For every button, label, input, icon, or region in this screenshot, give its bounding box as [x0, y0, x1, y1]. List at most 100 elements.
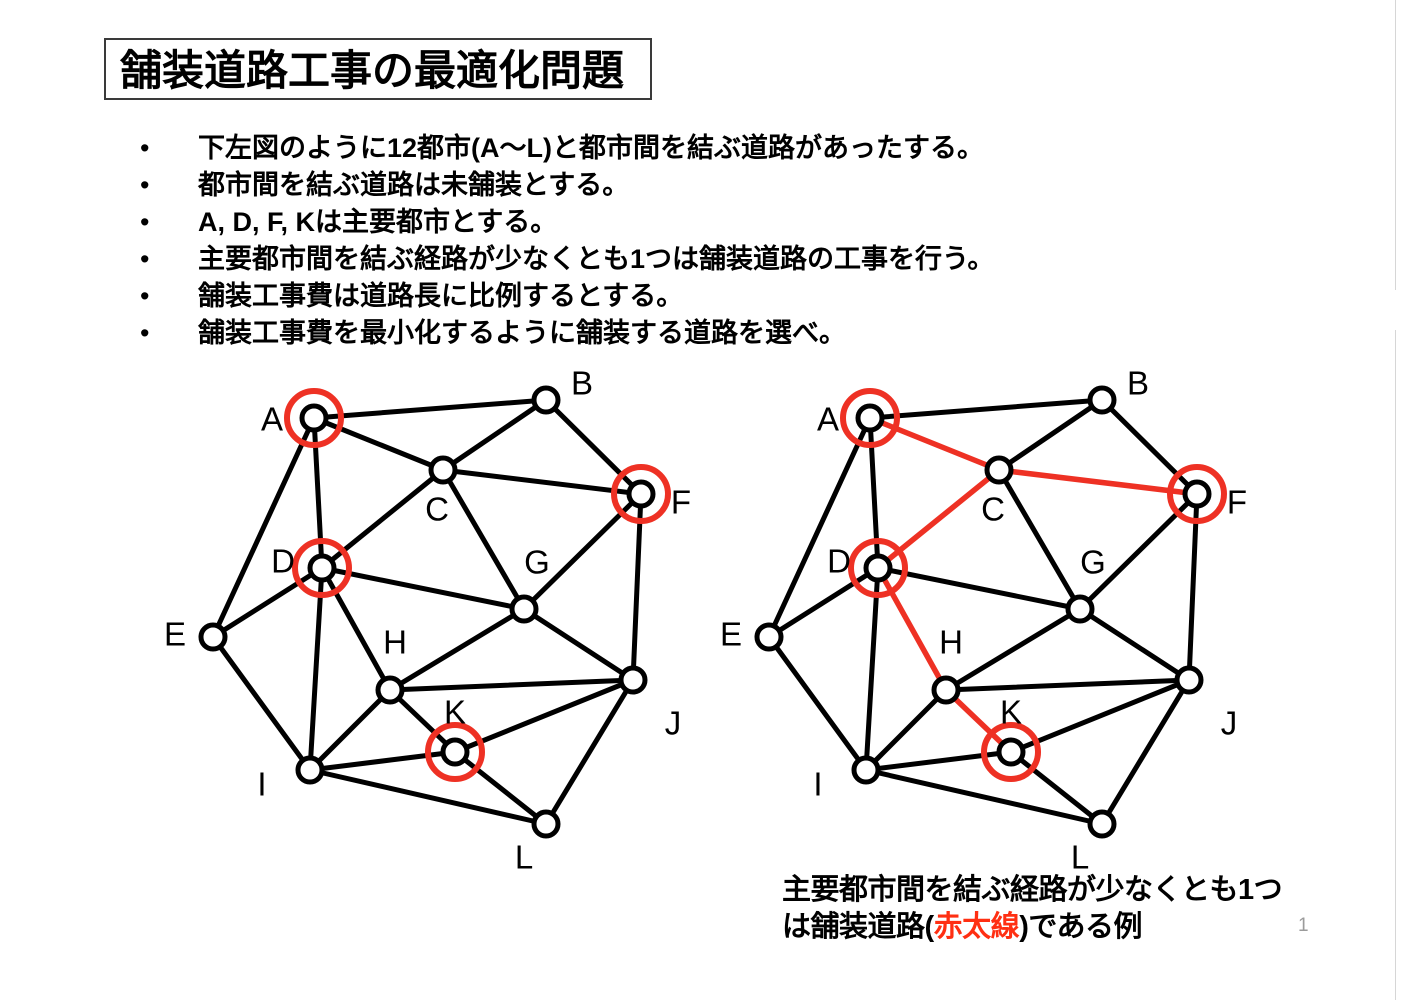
graph-edge	[996, 467, 1083, 612]
major-city-highlight-ring	[981, 722, 1041, 782]
graph-node[interactable]	[996, 737, 1026, 767]
graph-node-label: I	[257, 766, 266, 803]
graph-edge	[307, 767, 549, 827]
graph-edge	[766, 565, 881, 640]
graph-edge	[440, 397, 549, 473]
caption-red-term: 赤太線	[933, 911, 1020, 943]
bullet-item: •舗装工事費は道路長に比例するとする。	[140, 278, 1260, 315]
graph-node-label: J	[665, 705, 682, 742]
graph-edge	[766, 634, 869, 773]
graph-node[interactable]	[855, 403, 885, 433]
major-city-highlight-ring	[840, 388, 900, 448]
major-city-highlight-ring	[1167, 464, 1227, 524]
bullet-text: 都市間を結ぶ道路は未舗装とする。	[198, 170, 630, 200]
graph-edge	[452, 749, 549, 827]
graph-node[interactable]	[307, 553, 337, 583]
graph-node-label: J	[1221, 705, 1238, 742]
graph-node[interactable]	[1065, 594, 1095, 624]
graph-node[interactable]	[754, 622, 784, 652]
bullet-text: 舗装工事費を最小化するように舗装する道路を選べ。	[198, 318, 846, 348]
bullet-item: •舗装工事費を最小化するように舗装する道路を選べ。	[140, 315, 1260, 352]
bullet-text: 主要都市間を結ぶ経路が少なくとも1つは舗装道路の工事を行う。	[198, 244, 995, 274]
graph-edge	[943, 606, 1083, 693]
graph-edge	[311, 397, 549, 421]
graph-edge	[867, 397, 1105, 421]
major-city-highlight-ring	[284, 388, 344, 448]
graph-node-label: K	[1000, 694, 1022, 731]
paved-road-edge	[943, 687, 1014, 755]
graph-node[interactable]	[863, 553, 893, 583]
bullet-text: 舗装工事費は道路長に比例するとする。	[198, 281, 684, 311]
bullet-marker-icon: •	[140, 133, 150, 163]
bullet-marker-icon: •	[140, 244, 150, 274]
paved-road-edge	[875, 565, 949, 693]
caption-line-2-pre: は舗装道路(	[782, 911, 934, 943]
graph-edge	[943, 677, 1192, 693]
graph-node-label: I	[813, 766, 822, 803]
graph-edge	[875, 565, 1083, 612]
graph-edge	[440, 467, 527, 612]
graph-node[interactable]	[931, 675, 961, 705]
graph-edge	[543, 397, 644, 497]
paved-road-edge	[867, 415, 1002, 473]
graph-node[interactable]	[1174, 665, 1204, 695]
caption-line-2: は舗装道路(赤太線)である例	[782, 909, 1342, 946]
graph-edge	[210, 415, 317, 640]
graph-node[interactable]	[626, 479, 656, 509]
graph-node-label: A	[817, 401, 839, 438]
graph-edge	[996, 397, 1105, 473]
major-city-highlight-ring	[292, 538, 352, 598]
graph-node[interactable]	[1087, 385, 1117, 415]
graph-edge	[863, 687, 949, 773]
graph-edge	[311, 415, 325, 571]
bullet-text: A, D, F, Kは主要都市とする。	[198, 207, 558, 237]
graph-node[interactable]	[531, 385, 561, 415]
graph-edge	[863, 565, 881, 773]
graph-node[interactable]	[984, 455, 1014, 485]
graph-node[interactable]	[1087, 809, 1117, 839]
graph-node-label: D	[271, 543, 295, 580]
graph-edge	[1077, 606, 1192, 683]
graph-node[interactable]	[851, 755, 881, 785]
graph-node[interactable]	[428, 455, 458, 485]
graph-node[interactable]	[198, 622, 228, 652]
graph-node[interactable]	[618, 665, 648, 695]
graph-node[interactable]	[1182, 479, 1212, 509]
page-edge-rule-bottom	[1395, 330, 1396, 1000]
graph-edge	[319, 565, 393, 693]
graph-node[interactable]	[299, 403, 329, 433]
graph-edge	[1099, 677, 1192, 827]
graph-edge	[387, 606, 527, 693]
caption-line-1: 主要都市間を結ぶ経路が少なくとも1つ	[782, 874, 1283, 906]
graph-edge	[307, 565, 325, 773]
graph-node-label: E	[720, 616, 742, 653]
graph-node[interactable]	[531, 809, 561, 839]
graph-node[interactable]	[509, 594, 539, 624]
graph-node-label: B	[1127, 365, 1149, 402]
graph-node-label: K	[444, 694, 466, 731]
bullet-item: • 下左図のように12都市(A～L)と都市間を結ぶ道路があったする。	[140, 130, 1260, 167]
graph-node[interactable]	[375, 675, 405, 705]
page-number: 1	[1298, 915, 1309, 936]
bullet-text: 下左図のように12都市(A～L)と都市間を結ぶ道路があったする。	[198, 133, 985, 163]
graph-node[interactable]	[295, 755, 325, 785]
graph-edge	[387, 687, 458, 755]
title-box: 舗装道路工事の最適化問題	[104, 38, 652, 100]
major-city-highlight-ring	[611, 464, 671, 524]
bullet-item: • 主要都市間を結ぶ経路が少なくとも1つは舗装道路の工事を行う。	[140, 241, 1260, 278]
graph-edge	[452, 677, 636, 755]
graph-edge	[387, 677, 636, 693]
graph-node[interactable]	[440, 737, 470, 767]
graph-node-label: F	[1227, 484, 1247, 521]
graph-edge	[311, 415, 446, 473]
graph-node-label: D	[827, 543, 851, 580]
graph-node-label: G	[524, 544, 550, 581]
graph-edge	[1099, 397, 1200, 497]
graph-edge	[210, 634, 313, 773]
graph-edge	[863, 767, 1105, 827]
graph-edge	[319, 565, 527, 612]
graph-node-label: B	[571, 365, 593, 402]
figure-caption: 主要都市間を結ぶ経路が少なくとも1つ は舗装道路(赤太線)である例	[782, 872, 1342, 946]
